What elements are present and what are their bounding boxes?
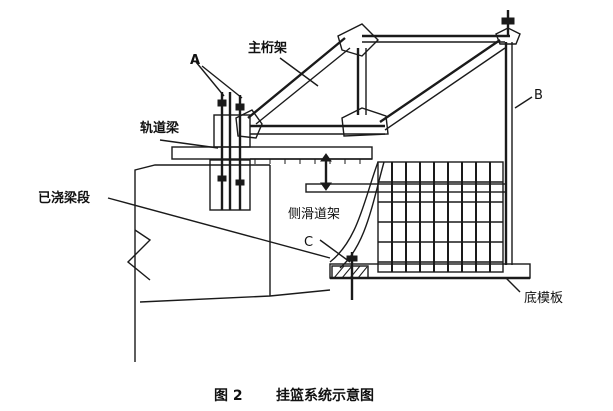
leader-lines — [107, 57, 533, 293]
caption-text: 挂篮系统示意图 — [276, 387, 374, 404]
label-bottom-formwork: 底模板 — [524, 290, 563, 306]
label-b: B — [534, 88, 543, 103]
label-main-truss: 主桁架 — [248, 40, 287, 56]
anchor-bolts-a — [209, 92, 251, 211]
main-truss — [235, 10, 521, 139]
label-side-slide-beam: 侧滑道架 — [288, 207, 340, 222]
label-track-beam: 轨道梁 — [140, 120, 180, 136]
label-c: C — [304, 235, 313, 250]
poured-segment — [126, 164, 331, 362]
rod-b — [504, 42, 513, 265]
caption-number: 图 2 — [214, 388, 243, 404]
label-poured-segment: 已浇梁段 — [38, 190, 90, 206]
label-a: A — [190, 53, 200, 68]
track-beam — [171, 146, 373, 164]
bottom-formwork — [329, 252, 531, 300]
side-formwork — [329, 161, 504, 273]
